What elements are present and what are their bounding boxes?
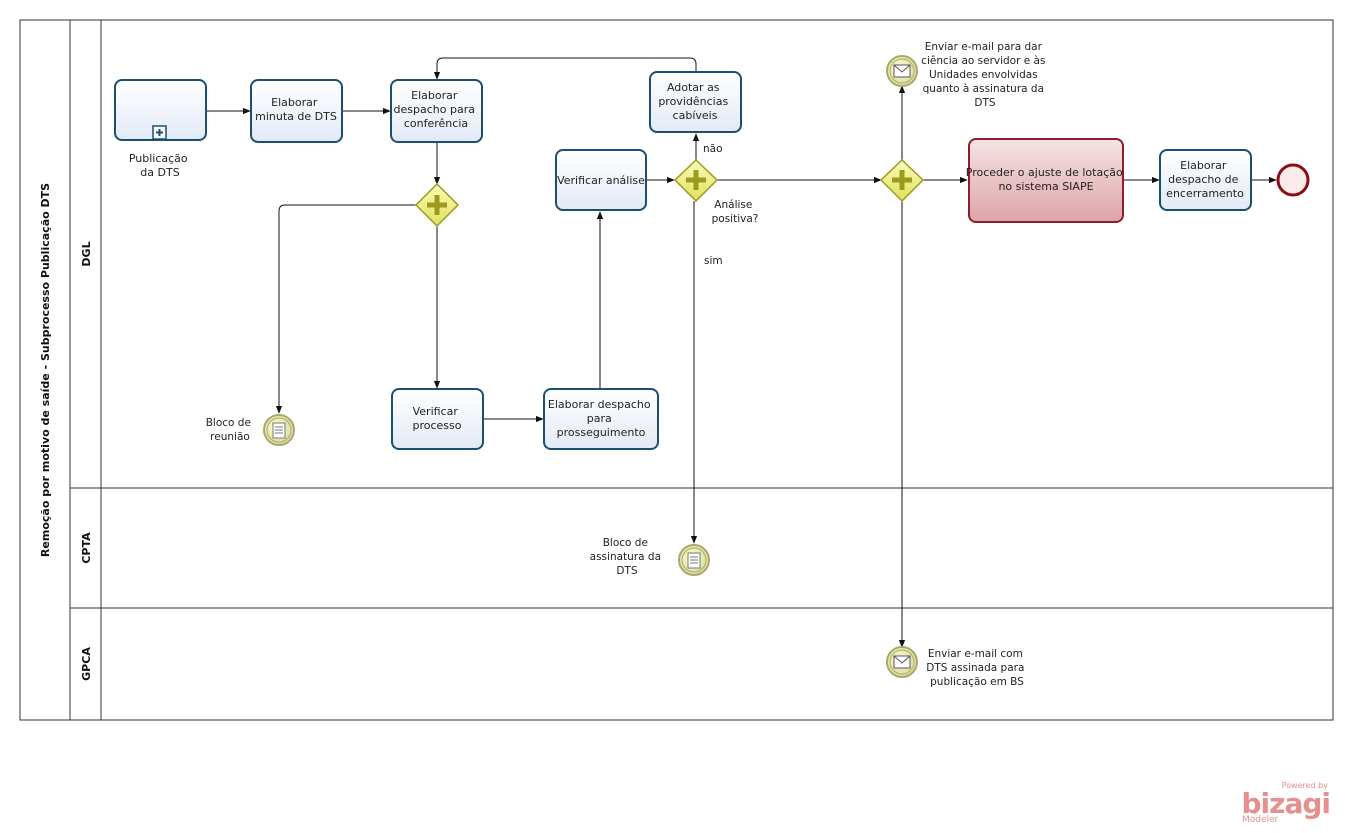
flow-label-analise-line1: Análise <box>714 199 752 211</box>
parallel-gateway-3[interactable] <box>879 158 925 203</box>
parallel-gateway-1[interactable] <box>414 182 460 228</box>
event-email-ciencia-line4: quanto à assinatura da <box>923 83 1044 95</box>
task-elaborar-minuta[interactable]: Elaborar minuta de DTS <box>250 79 343 143</box>
product-text: Modeler <box>1242 815 1279 825</box>
svg-text:Enviar e-mail com DTS as: Enviar e-mail com DTS assinada para publ… <box>926 648 1028 688</box>
event-email-publicacao[interactable]: Enviar e-mail com DTS assinada para publ… <box>886 646 1028 688</box>
parallel-gateway-analise[interactable] <box>673 158 719 203</box>
task-elaborar-minuta-line1: Elaborar <box>271 96 318 109</box>
task-elaborar-encerramento-line3: encerramento <box>1166 187 1244 200</box>
lane-cpta-label: CPTA <box>80 532 93 564</box>
task-proceder-line2: no sistema SIAPE <box>998 180 1093 193</box>
event-bloco-reuniao-line2: reunião <box>210 431 250 443</box>
task-elaborar-prosseguimento-line3: prosseguimento <box>557 426 646 439</box>
task-proceder[interactable]: Proceder o ajuste de lotação no sistema … <box>966 138 1126 223</box>
task-verificar-analise-line1: Verificar análise <box>557 174 645 187</box>
task-elaborar-conferencia-line1: Elaborar <box>411 89 458 102</box>
task-elaborar-conferencia[interactable]: Elaborar despacho para conferência <box>390 79 483 143</box>
event-email-publicacao-line2: DTS assinada para <box>926 662 1024 674</box>
svg-text:Elaborar despacho de: Elaborar despacho de encerramento <box>1166 159 1244 200</box>
task-elaborar-minuta-line2: minuta de DTS <box>255 110 337 123</box>
powered-by-text: Powered by <box>1281 781 1328 790</box>
event-bloco-assinatura-line3: DTS <box>616 565 637 577</box>
task-elaborar-conferencia-line3: conferência <box>404 117 468 130</box>
task-elaborar-encerramento[interactable]: Elaborar despacho de encerramento <box>1159 149 1252 211</box>
task-publicacao[interactable]: Publicação da DTS <box>114 79 207 179</box>
task-elaborar-prosseguimento[interactable]: Elaborar despacho para prosseguimento <box>543 388 659 450</box>
event-email-ciencia-line3: Unidades envolvidas <box>929 69 1038 81</box>
task-publicacao-line1: Publicação <box>129 152 188 165</box>
svg-text:Proceder o ajuste de lotação: Proceder o ajuste de lotação no sistema … <box>966 166 1126 193</box>
task-verificar-processo-line1: Verificar <box>413 405 459 418</box>
svg-text:Elaborar despacho para: Elaborar despacho para conferência <box>394 89 479 130</box>
svg-text:Elaborar minuta de DTS: Elaborar minuta de DTS <box>255 96 337 123</box>
svg-text:Verificar análise: Verificar análise <box>557 174 645 187</box>
event-bloco-reuniao[interactable]: Bloco de reunião <box>206 414 295 446</box>
event-bloco-assinatura-line2: assinatura da <box>590 551 661 563</box>
bizagi-logo: Powered by bizagi Modeler <box>1238 781 1331 825</box>
task-adotar[interactable]: Adotar as providências cabíveis <box>649 71 742 133</box>
lane-gpca-label: GPCA <box>80 647 93 681</box>
task-verificar-processo[interactable]: Verificar processo <box>391 388 484 450</box>
task-verificar-analise[interactable]: Verificar análise <box>555 149 647 211</box>
task-proceder-line1: Proceder o ajuste de lotação <box>966 166 1123 179</box>
sequence-flows <box>206 57 1277 648</box>
svg-text:Verificar processo: Verificar processo <box>412 405 461 432</box>
event-email-ciencia-line1: Enviar e-mail para dar <box>925 41 1043 53</box>
plus-icon <box>892 170 912 190</box>
event-email-publicacao-line1: Enviar e-mail com <box>928 648 1023 660</box>
svg-text:Enviar e-mail para dar c: Enviar e-mail para dar ciência ao servid… <box>921 41 1049 109</box>
svg-text:Análise positiva?: Análise positiva? <box>712 199 759 225</box>
svg-text:Bloco de assinatura da: Bloco de assinatura da DTS <box>590 537 665 577</box>
event-email-ciencia-line2: ciência ao servidor e às <box>921 55 1045 67</box>
svg-text:Adotar as providências: Adotar as providências cabíveis <box>658 81 731 122</box>
event-email-publicacao-line3: publicação em BS <box>930 676 1024 688</box>
task-elaborar-encerramento-line2: despacho de <box>1168 173 1238 186</box>
svg-text:Elaborar despacho para: Elaborar despacho para prosseguimento <box>548 398 654 439</box>
flow-label-analise-line2: positiva? <box>712 213 759 225</box>
event-bloco-assinatura[interactable]: Bloco de assinatura da DTS <box>590 537 710 577</box>
plus-icon <box>156 129 163 136</box>
task-elaborar-encerramento-line1: Elaborar <box>1180 159 1227 172</box>
flow-label-nao: não <box>703 143 723 155</box>
task-publicacao-line2: da DTS <box>140 166 179 179</box>
task-elaborar-prosseguimento-line1: Elaborar despacho <box>548 398 651 411</box>
plus-icon <box>686 170 706 190</box>
task-adotar-line1: Adotar as <box>667 81 720 94</box>
event-bloco-reuniao-line1: Bloco de <box>206 417 251 429</box>
event-email-ciencia-line5: DTS <box>974 97 995 109</box>
task-verificar-processo-line2: processo <box>412 419 461 432</box>
flow-adotar-conferencia <box>433 57 697 80</box>
flow-label-sim: sim <box>704 255 723 267</box>
task-adotar-line3: cabíveis <box>673 109 718 122</box>
event-email-ciencia[interactable]: Enviar e-mail para dar ciência ao servid… <box>886 41 1049 109</box>
pool-title: Remoção por motivo de saíde - Subprocess… <box>39 183 52 557</box>
brand-text: bizagi <box>1241 787 1331 820</box>
event-bloco-assinatura-line1: Bloco de <box>603 537 648 549</box>
svg-text:Bloco de reunião: Bloco de reunião <box>206 417 255 443</box>
flow-gateway-bloco-reuniao <box>275 204 417 414</box>
task-elaborar-prosseguimento-line2: para <box>587 412 612 425</box>
task-elaborar-conferencia-line2: despacho para <box>394 103 475 116</box>
end-event[interactable] <box>1276 163 1310 197</box>
lane-dgl-label: DGL <box>80 241 93 266</box>
pool: Remoção por motivo de saíde - Subprocess… <box>19 19 1334 721</box>
svg-text:Publicação da DTS: Publicação da DTS <box>129 152 191 179</box>
task-adotar-line2: providências <box>658 95 728 108</box>
plus-icon <box>427 195 447 215</box>
